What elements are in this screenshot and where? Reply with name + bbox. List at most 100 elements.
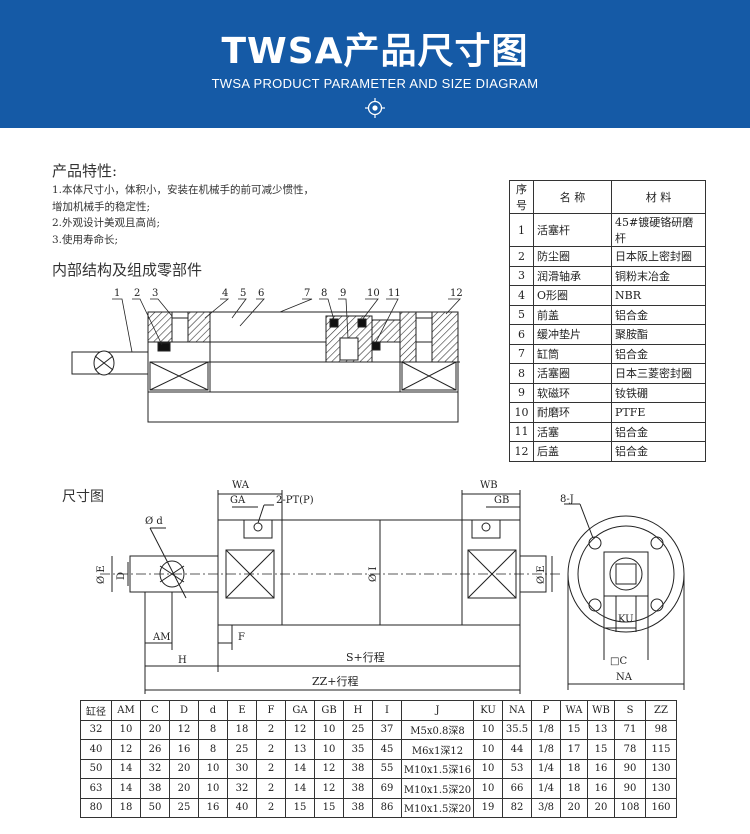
dims-header-cell: WA bbox=[560, 700, 588, 721]
dims-cell: 18 bbox=[560, 778, 588, 799]
callout-9: 9 bbox=[340, 288, 346, 299]
dims-header-cell: ZZ bbox=[645, 700, 677, 721]
piston-seal bbox=[329, 318, 339, 328]
dims-cell: 8 bbox=[198, 739, 228, 760]
dims-cell: 16 bbox=[169, 739, 199, 760]
bolt-hole-bl bbox=[588, 598, 602, 612]
part-name-cell: 活塞 bbox=[533, 421, 612, 442]
dims-cell: 1/4 bbox=[531, 778, 561, 799]
dims-cell: 20 bbox=[587, 797, 615, 818]
callout-7: 7 bbox=[304, 288, 310, 299]
dims-cell: 12 bbox=[314, 758, 344, 779]
label-zz-stroke: ZZ+行程 bbox=[312, 675, 359, 688]
dims-cell: 38 bbox=[343, 778, 373, 799]
dims-header-cell: WB bbox=[587, 700, 615, 721]
callout-11: 11 bbox=[388, 288, 401, 299]
label-wb: WB bbox=[480, 480, 498, 491]
dims-cell: 50 bbox=[140, 797, 170, 818]
callout-5: 5 bbox=[240, 288, 246, 299]
label-am: AM bbox=[152, 632, 170, 643]
dims-cell: 15 bbox=[314, 797, 344, 818]
dims-cell: 20 bbox=[140, 719, 170, 740]
dims-cell: 2 bbox=[256, 778, 286, 799]
dims-cell: 25 bbox=[169, 797, 199, 818]
dims-cell: 38 bbox=[343, 797, 373, 818]
phi-d-leader bbox=[149, 527, 187, 599]
dims-cell: 16 bbox=[587, 758, 615, 779]
page-subtitle: TWSA PRODUCT PARAMETER AND SIZE DIAGRAM bbox=[211, 76, 539, 91]
dims-cell: 55 bbox=[372, 758, 402, 779]
dims-cell: 130 bbox=[645, 778, 677, 799]
part-number-cell: 1 bbox=[509, 213, 534, 247]
dims-cell: 18 bbox=[227, 719, 257, 740]
dims-cell: 35.5 bbox=[502, 719, 532, 740]
end-rod-square bbox=[615, 563, 637, 585]
end-view-drawing: 8-J KU □C NA bbox=[560, 494, 685, 690]
end-square bbox=[603, 551, 649, 597]
part-number-cell: 12 bbox=[509, 441, 534, 462]
dims-header-cell: S bbox=[614, 700, 646, 721]
dims-cell: 32 bbox=[80, 719, 112, 740]
dims-cell: 30 bbox=[227, 758, 257, 779]
feature-line: 2.外观设计美观且高尚; bbox=[52, 217, 161, 229]
end-flange-inner bbox=[577, 525, 675, 623]
rod-end-hex bbox=[94, 355, 114, 371]
crosshair-icon bbox=[365, 98, 385, 118]
dims-cell: 82 bbox=[502, 797, 532, 818]
dims-header-cell: H bbox=[343, 700, 373, 721]
pt-leader bbox=[257, 504, 265, 524]
label-phi-e-left: Ø E bbox=[96, 565, 107, 584]
end-rod-circle bbox=[609, 557, 643, 591]
dims-cell: 98 bbox=[645, 719, 677, 740]
dims-cell: 8 bbox=[198, 719, 228, 740]
dims-cell: 2 bbox=[256, 758, 286, 779]
bolt-hole-br bbox=[650, 598, 664, 612]
feature-line: 1.本体尺寸小，体积小，安装在机械手的前可减少惯性， bbox=[52, 184, 315, 196]
dims-header-cell: J bbox=[401, 700, 474, 721]
dims-cell: 26 bbox=[140, 739, 170, 760]
dims-header-cell: F bbox=[256, 700, 286, 721]
dims-cell: 10 bbox=[314, 739, 344, 760]
callout-10: 10 bbox=[367, 288, 380, 299]
dims-cell: 13 bbox=[587, 719, 615, 740]
piston-magnet-slot bbox=[339, 337, 359, 361]
dims-cell: 32 bbox=[227, 778, 257, 799]
dims-cell: 18 bbox=[560, 758, 588, 779]
dims-cell: 16 bbox=[587, 778, 615, 799]
part-name-cell: 防尘圈 bbox=[533, 246, 612, 267]
dims-cell: 108 bbox=[614, 797, 646, 818]
callout-1: 1 bbox=[114, 288, 120, 299]
bolt-hole-tl bbox=[588, 536, 602, 550]
dims-cell: 12 bbox=[111, 739, 141, 760]
label-d: D bbox=[116, 572, 127, 580]
dims-header-cell: D bbox=[169, 700, 199, 721]
dims-cell: 10 bbox=[198, 758, 228, 779]
dims-cell: 2 bbox=[256, 719, 286, 740]
part-name-cell: 润滑轴承 bbox=[533, 265, 612, 286]
part-callouts: 1 2 3 4 5 6 7 8 9 10 11 12 bbox=[112, 288, 463, 353]
dims-header-cell: GB bbox=[314, 700, 344, 721]
dims-cell: 78 bbox=[614, 739, 646, 760]
rear-port-hole bbox=[481, 522, 491, 532]
page-title: TWSA产品尺寸图 bbox=[221, 31, 529, 72]
dims-cell: 19 bbox=[473, 797, 503, 818]
dims-cell: 12 bbox=[169, 719, 199, 740]
part-name-cell: 缸筒 bbox=[533, 343, 612, 364]
label-h: H bbox=[178, 655, 187, 666]
rear-mount-cross bbox=[401, 361, 457, 391]
dims-cell: 13 bbox=[285, 739, 315, 760]
features-title: 产品特性: bbox=[52, 162, 118, 180]
dims-cell: 44 bbox=[502, 739, 532, 760]
dims-cell: 37 bbox=[372, 719, 402, 740]
label-na: NA bbox=[616, 672, 633, 683]
feature-line: 增加机械手的稳定性; bbox=[52, 200, 151, 213]
dims-cell: 25 bbox=[343, 719, 373, 740]
